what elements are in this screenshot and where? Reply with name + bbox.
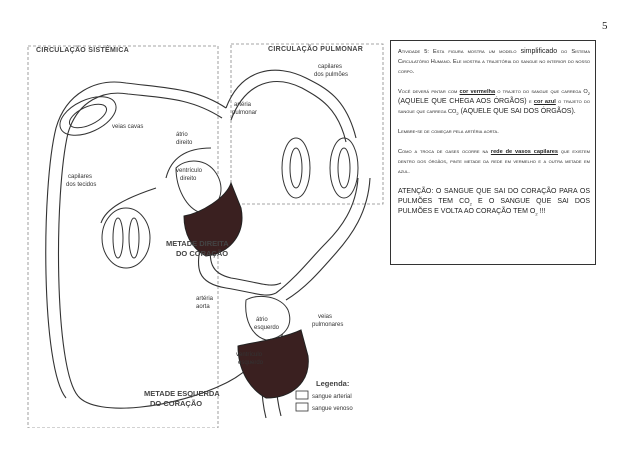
label-arteria-aorta-1: artéria	[196, 296, 214, 302]
activity-intro: Atividade 5: Esta figura mostra um model…	[398, 47, 590, 77]
legend-arterial: sangue arterial	[312, 394, 352, 400]
label-metade-esquerda-2: DO CORAÇÃO	[150, 399, 202, 408]
legend-swatch-venoso	[295, 402, 309, 412]
activity-intro-c: do Sistema Circulatório Humano. Ele most…	[398, 49, 591, 75]
label-veias-pulmonares-1: veias	[318, 314, 332, 320]
label-atrio-esquerdo-1: átrio	[256, 317, 268, 323]
activity-gas-exchange: Como a troca de gases ocorre na rede de …	[398, 147, 590, 177]
label-ventriculo-direito-1: ventrículo	[176, 168, 203, 174]
activity-attention-c: !!!	[537, 208, 546, 215]
legend-swatch-arterial	[295, 390, 309, 400]
upper-capillary-network	[59, 96, 117, 136]
activity-attention-sub1: 2	[469, 201, 472, 207]
activity-instr-c: (AQUELE QUE CHEGA AOS ÓRGÃOS)	[398, 98, 527, 105]
lung-capillary-left	[281, 137, 311, 199]
activity-instr-a: Você deverá pintar com	[398, 89, 460, 95]
activity-reminder: Lembre-se de começar pela artéria aorta.	[398, 129, 499, 135]
activity-instr-f: (AQUELE QUE SAI DOS ÓRGÃOS).	[458, 108, 576, 115]
activity-gas-a: Como a troca de gases ocorre na	[398, 149, 491, 155]
left-ventricle	[237, 329, 309, 399]
label-arteria-aorta-2: aorta	[196, 304, 210, 310]
lung-capillary-right	[329, 137, 359, 199]
circulatory-diagram-svg: CIRCULAÇÃO SISTÊMICA CIRCULAÇÃO PULMONAR	[27, 43, 384, 428]
activity-instr-d: e	[526, 99, 534, 105]
activity-instructions: Você deverá pintar com cor vermelha o tr…	[398, 87, 590, 117]
activity-intro-b: simplificado	[520, 48, 558, 55]
activity-instr-red: cor vermelha	[459, 89, 496, 95]
label-arteria-pulmonar-1: artéria	[234, 102, 252, 108]
label-metade-direita-2: DO CORAÇÃO	[176, 249, 228, 258]
activity-attention: ATENÇÃO: O SANGUE QUE SAI DO CORAÇÃO PAR…	[398, 187, 590, 217]
activity-instr-sub2: 2	[456, 111, 459, 117]
activity-attention-a: ATENÇÃO: O SANGUE QUE SAI DO CORAÇÃO PAR…	[398, 188, 590, 205]
pulmonary-region-box	[230, 43, 384, 205]
label-arteria-pulmonar-2: pulmonar	[232, 110, 257, 116]
label-capilares-pulmoes-2: dos pulmões	[314, 72, 348, 78]
circulatory-diagram: CIRCULAÇÃO SISTÊMICA CIRCULAÇÃO PULMONAR	[26, 38, 386, 428]
label-atrio-direito-2: direito	[176, 140, 193, 146]
label-capilares-tecidos-1: capilares	[68, 174, 92, 180]
label-atrio-esquerdo-2: esquerdo	[254, 325, 280, 331]
right-ventricle	[183, 181, 243, 257]
activity-intro-a: Atividade 5: Esta figura mostra um model…	[398, 49, 521, 55]
label-veias-pulmonares-2: pulmonares	[312, 322, 343, 328]
label-veias-cavas: veias cavas	[112, 124, 143, 130]
capillary-networks	[59, 96, 359, 269]
label-ventriculo-direito-2: direito	[180, 176, 197, 182]
label-capilares-tecidos-2: dos tecidos	[66, 182, 96, 188]
label-metade-esquerda-1: METADE ESQUERDA	[144, 389, 220, 398]
tissue-capillary-network	[101, 207, 151, 269]
activity-gas-capillaries: rede de vasos capilares	[490, 149, 558, 155]
right-atrium	[175, 160, 222, 214]
activity-gas-b: que existem dentro dos órgãos, pinte met…	[398, 149, 590, 175]
activity-instr-e: o trajeto do sangue que carrega CO	[398, 99, 590, 115]
page-number: 5	[602, 20, 608, 32]
activity-instr-b: o trajeto do sangue que carrega O	[495, 89, 588, 95]
pulmonary-title: CIRCULAÇÃO PULMONAR	[268, 44, 363, 53]
activity-box: Atividade 5: Esta figura mostra um model…	[390, 40, 596, 265]
legend-venoso: sangue venoso	[312, 406, 353, 412]
label-atrio-direito-1: átrio	[176, 132, 188, 138]
legend-title: Legenda:	[316, 379, 349, 388]
left-atrium	[245, 295, 291, 341]
activity-instr-sub1: 2	[587, 91, 590, 97]
activity-instr-blue: cor azul	[533, 99, 556, 105]
activity-attention-b: E O SANGUE QUE SAI DOS PULMÕES E VOLTA A…	[398, 198, 590, 215]
legend: Legenda: sangue arterial sangue venoso	[295, 379, 353, 412]
activity-attention-sub2: 2	[535, 211, 538, 217]
label-capilares-pulmoes-1: capilares	[318, 64, 342, 70]
label-metade-direita-1: METADE DIREITA	[166, 239, 229, 248]
label-ventriculo-esquerdo-1: ventrículo	[236, 352, 263, 358]
systemic-title: CIRCULAÇÃO SISTÊMICA	[36, 45, 129, 54]
label-ventriculo-esquerdo-2: esquerdo	[238, 360, 264, 366]
